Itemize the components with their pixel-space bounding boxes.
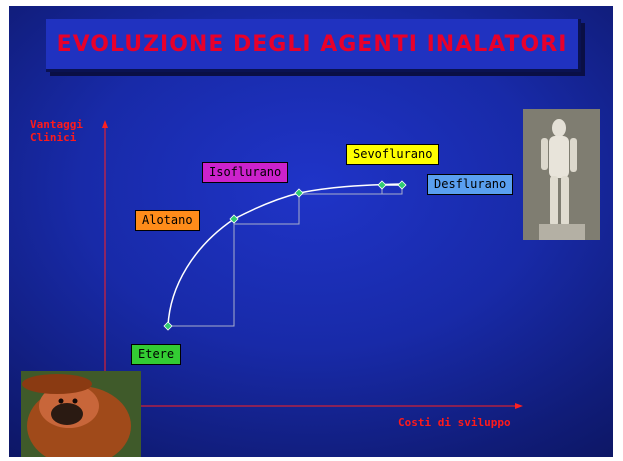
agent-label-desflurano: Desflurano: [427, 174, 514, 195]
point-isoflurano: [294, 188, 304, 198]
evolution-curve: [167, 183, 403, 327]
y-axis-arrow: [102, 120, 108, 128]
agent-label-isoflurano: Isoflurano: [202, 162, 289, 183]
david-statue-photo: [523, 109, 600, 240]
point-alotano: [229, 214, 239, 224]
agent-label-etere: Etere: [131, 344, 182, 365]
title-banner: EVOLUZIONE DEGLI AGENTI INALATORI: [46, 19, 581, 72]
point-etere: [163, 321, 173, 331]
point-sevoflurano: [377, 180, 387, 190]
point-desflurano: [397, 180, 407, 190]
slide: EVOLUZIONE DEGLI AGENTI INALATORI: [9, 6, 613, 457]
orangutan-photo: [21, 371, 141, 457]
y-axis-label: Vantaggi Clinici: [30, 118, 83, 144]
agent-label-sevoflurano: Sevoflurano: [346, 144, 440, 165]
x-axis-arrow: [515, 403, 523, 409]
agent-label-alotano: Alotano: [135, 210, 200, 231]
step-lines: [168, 185, 403, 327]
evolution-chart: [21, 109, 600, 457]
slide-title: EVOLUZIONE DEGLI AGENTI INALATORI: [56, 31, 568, 57]
x-axis-label: Costi di sviluppo: [398, 416, 511, 429]
